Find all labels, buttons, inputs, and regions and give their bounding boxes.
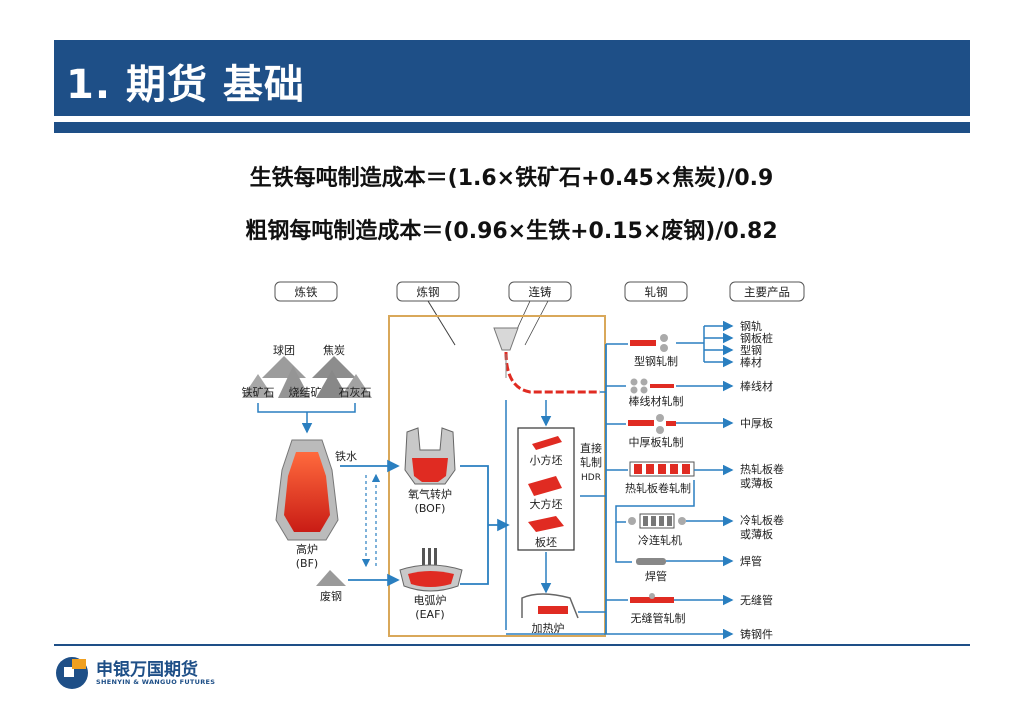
company-logo: 申银万国期货 SHENYIN & WANGUO FUTURES [54, 653, 216, 693]
title-underline [54, 122, 970, 133]
blast-furnace: 高炉 (BF) [275, 439, 339, 570]
label-coke: 焦炭 [323, 344, 345, 357]
label-eaf: 电弧炉 [414, 593, 447, 607]
label-bof-abbr: (BOF) [415, 502, 446, 515]
label-seamless-mill: 无缝管轧制 [631, 611, 686, 625]
label-iron-ore: 铁矿石 [242, 386, 275, 399]
crude-steel-cost-formula: 粗钢每吨制造成本＝(0.96×生铁+0.15×废钢)/0.82 [245, 219, 778, 244]
stage-rolling: 轧钢 [645, 285, 668, 299]
label-hdr-1: 直接 [580, 441, 602, 455]
label-limestone: 石灰石 [339, 385, 372, 399]
product-seamless-pipe: 无缝管 [740, 593, 773, 607]
stage-headers: 炼铁 炼钢 连铸 轧钢 主要产品 [274, 281, 805, 302]
product-section: 型钢 [740, 343, 762, 357]
label-hdr-2: 轧制 [580, 455, 602, 469]
label-reheat: 加热炉 [532, 622, 565, 635]
product-welded-pipe: 焊管 [740, 554, 762, 568]
label-billet: 小方坯 [530, 453, 563, 467]
label-sinter: 烧结矿 [289, 386, 322, 399]
label-bloom: 大方坯 [530, 497, 563, 511]
label-pellet: 球团 [273, 343, 295, 357]
product-cold-thin: 或薄板 [740, 527, 773, 541]
label-bf: (BF) [296, 557, 318, 570]
title-bar: 1. 期货 基础 [54, 40, 970, 116]
product-rail: 钢轨 [740, 319, 762, 333]
raw-material-piles: 球团 焦炭 铁矿石 烧结矿 石灰石 [242, 343, 372, 399]
label-slab: 板坯 [535, 535, 557, 549]
label-hdr-3: HDR [581, 473, 601, 483]
stage-casting: 连铸 [529, 285, 552, 299]
label-scrap: 废钢 [320, 589, 342, 603]
product-plate: 中厚板 [740, 416, 773, 430]
label-hot-strip-mill: 热轧板卷轧制 [625, 481, 691, 495]
label-blast-furnace: 高炉 [296, 542, 318, 556]
label-plate-mill: 中厚板轧制 [629, 435, 684, 449]
reheating-furnace: 加热炉 [521, 593, 579, 635]
product-bar: 棒材 [740, 355, 762, 369]
stage-ironmaking: 炼铁 [295, 285, 318, 299]
rolling-mills: 型钢轧制 棒线材轧制 中厚板轧制 热轧板卷轧制 冷连轧机 焊管 [606, 334, 695, 625]
continuous-caster [493, 327, 600, 394]
logo-english: SHENYIN & WANGUO FUTURES [96, 678, 216, 686]
footer-rule [54, 644, 970, 646]
logo-name: 申银万国期货 [96, 660, 198, 680]
label-welded-pipe-mill: 焊管 [645, 569, 667, 583]
product-casting: 铸钢件 [740, 627, 773, 641]
logo-mark-icon [56, 657, 88, 689]
semi-products: 小方坯 大方坯 板坯 [528, 436, 564, 549]
product-wire-rod: 棒线材 [740, 379, 773, 393]
stage-steelmaking: 炼钢 [417, 285, 440, 299]
product-arrows [666, 320, 734, 606]
bof-converter: 氧气转炉 (BOF) [404, 427, 456, 515]
label-rod-mill: 棒线材轧制 [629, 394, 684, 408]
label-eaf-abbr: (EAF) [415, 608, 444, 621]
product-cold-coil: 冷轧板卷 [740, 513, 784, 527]
product-hot-coil: 热轧板卷 [740, 462, 784, 476]
product-sheet-pile: 钢板桩 [740, 331, 773, 345]
label-hot-metal: 铁水 [335, 450, 357, 463]
product-hot-thin: 或薄板 [740, 476, 773, 490]
slide-title: 1. 期货 基础 [66, 62, 305, 108]
pig-iron-cost-formula: 生铁每吨制造成本＝(1.6×铁矿石+0.45×焦炭)/0.9 [249, 166, 774, 191]
eaf-furnace: 电弧炉 (EAF) [399, 548, 463, 621]
stage-products: 主要产品 [744, 285, 790, 299]
product-labels: 钢轨 钢板桩 型钢 棒材 棒线材 中厚板 热轧板卷 或薄板 冷轧板卷 或薄板 焊… [740, 319, 784, 641]
label-cold-mill: 冷连轧机 [638, 533, 682, 547]
label-bof: 氧气转炉 [408, 487, 452, 501]
label-section-mill: 型钢轧制 [634, 354, 678, 368]
